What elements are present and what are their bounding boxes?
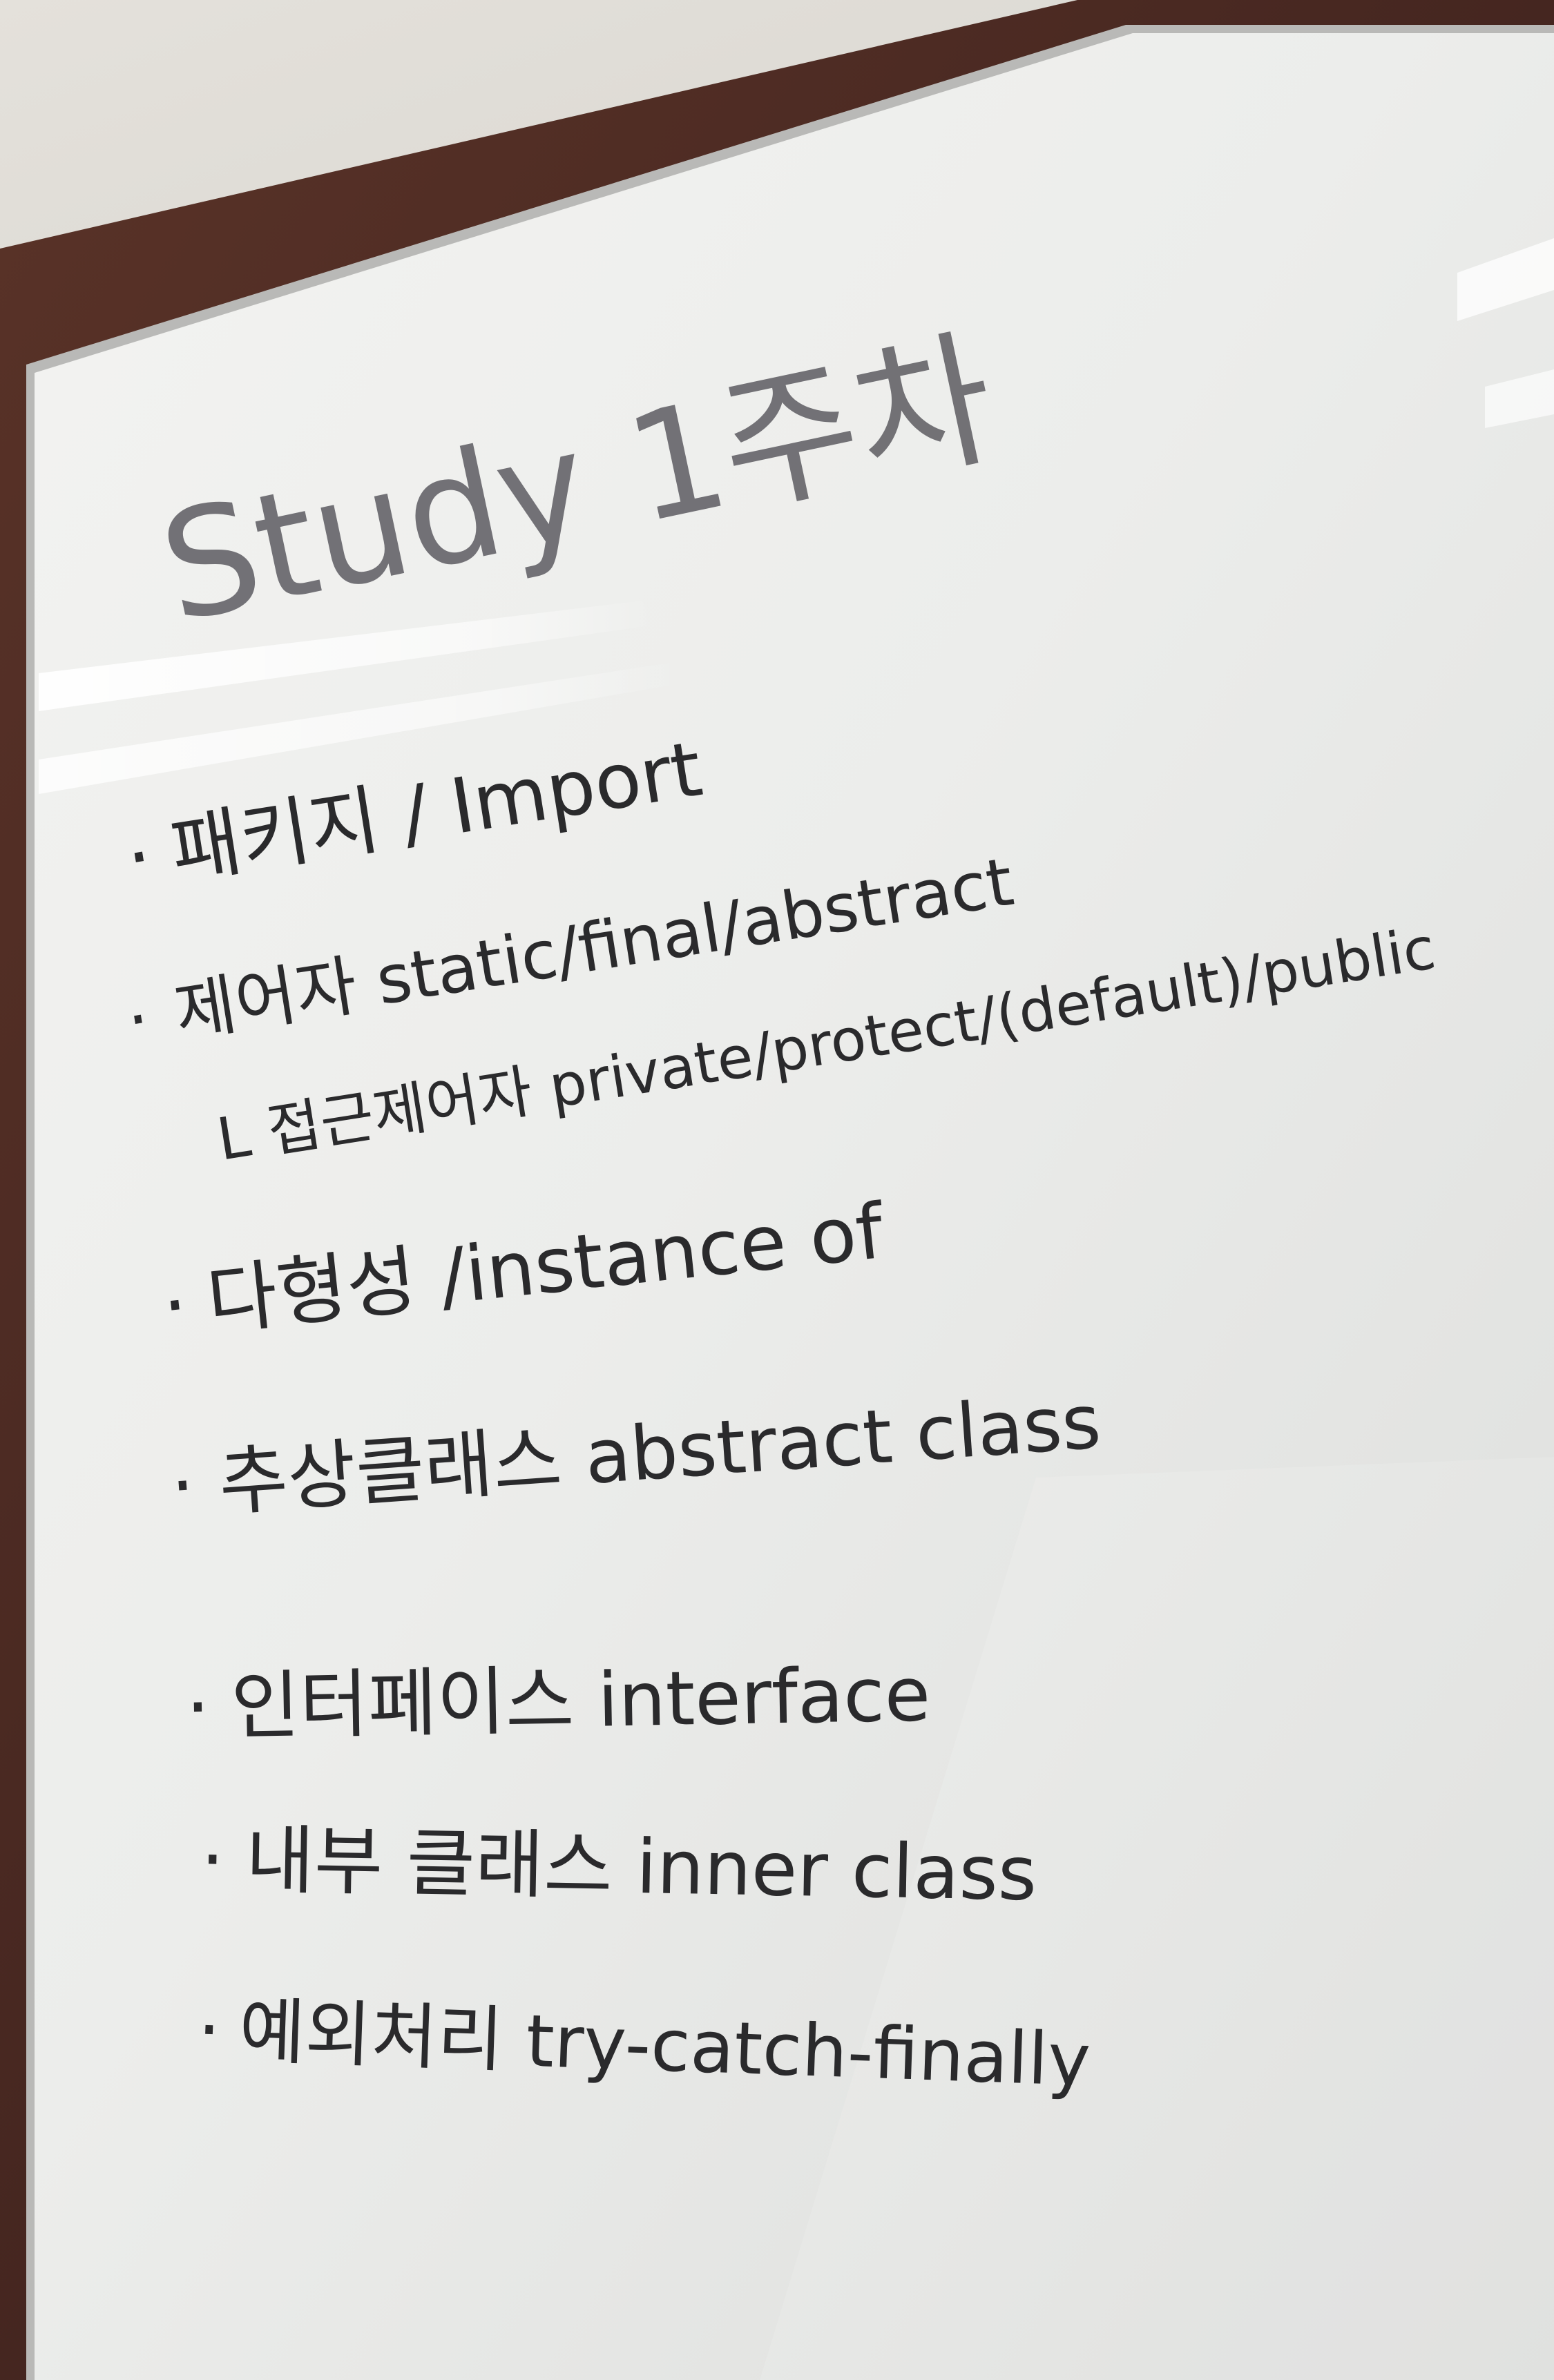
whiteboard-surface (35, 33, 1554, 2380)
light-reflection-left-1 (39, 601, 656, 711)
light-reflection-right-2 (1485, 369, 1554, 428)
item-text: 인터페이스 interface (230, 1652, 931, 1750)
light-reflection-left-2 (39, 663, 680, 794)
light-reflection-right-1 (1457, 238, 1554, 321)
item-text: 내부 클래스 inner class (245, 1817, 1038, 1917)
board-sheen (760, 1457, 1554, 2380)
item-5: · 인터페이스 interface (185, 1652, 931, 1751)
item-bullet: · (185, 1664, 211, 1751)
item-6: · 내부 클래스 inner class (200, 1817, 1038, 1917)
item-bullet: · (196, 1987, 222, 2072)
item-bullet: · (200, 1817, 226, 1904)
